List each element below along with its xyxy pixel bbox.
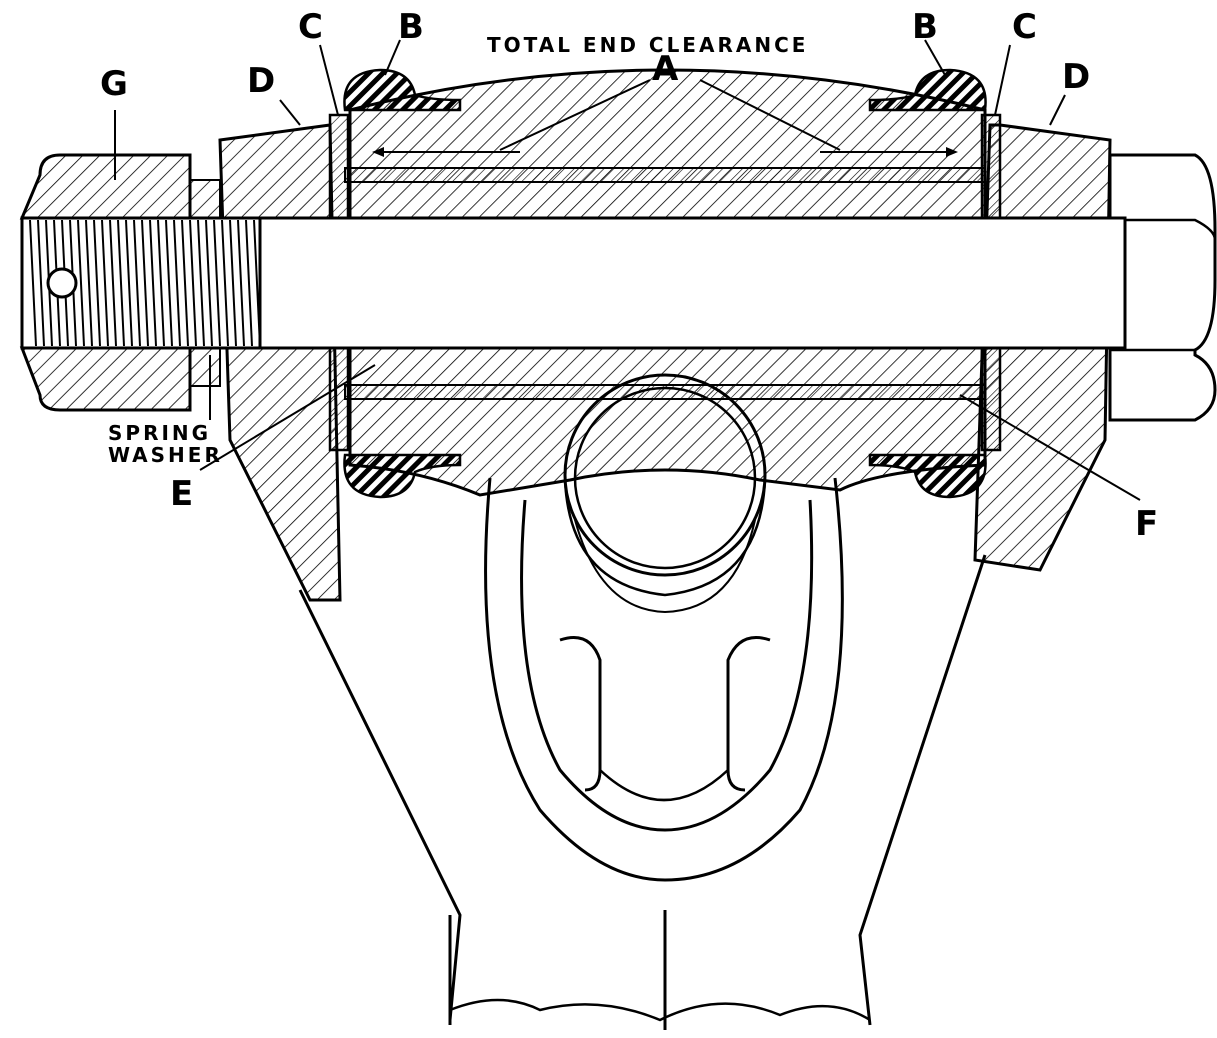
label-g: G: [100, 64, 128, 104]
label-d-right: D: [1062, 57, 1090, 97]
thread-line: [117, 219, 125, 347]
thread-line: [181, 219, 189, 347]
bolt-head: [1108, 153, 1217, 422]
label-b-left: B: [398, 7, 424, 47]
thread-line: [213, 219, 221, 347]
leader-lines: [114, 39, 1141, 501]
label-d-left: D: [247, 61, 275, 101]
shackle-pin: [253, 216, 1127, 350]
thread-line: [237, 219, 245, 347]
label-a: A: [652, 49, 679, 89]
thread-line: [37, 219, 45, 347]
thread-line: [229, 219, 237, 347]
label-c-right: C: [1012, 7, 1037, 47]
hanger-left: [218, 123, 342, 602]
label-e: E: [170, 474, 193, 514]
lower-sleeve: [344, 384, 986, 400]
thread-line: [149, 219, 157, 347]
thread-line: [189, 219, 197, 347]
thread-line: [101, 219, 109, 347]
thread-line: [133, 219, 141, 347]
thread-line: [141, 219, 149, 347]
label-spring: SPRING: [108, 421, 211, 445]
thread-line: [165, 219, 173, 347]
diagram-title: TOTAL END CLEARANCE: [487, 33, 808, 57]
thread-line: [197, 219, 205, 347]
thread-line: [157, 219, 165, 347]
label-b-right: B: [912, 7, 938, 47]
thread-line: [77, 219, 85, 347]
label-f: F: [1135, 504, 1158, 544]
thread-line: [85, 219, 93, 347]
thread-line: [221, 219, 229, 347]
threaded-end: [20, 216, 262, 350]
thread-line: [109, 219, 117, 347]
clearance-arrows: [372, 147, 958, 157]
label-washer: WASHER: [108, 443, 223, 467]
thread-line: [29, 219, 37, 347]
thread-line: [93, 219, 101, 347]
thread-line: [253, 219, 261, 347]
thread-line: [125, 219, 133, 347]
upper-sleeve: [344, 167, 986, 183]
castle-nut: [19, 153, 221, 412]
thread-line: [173, 219, 181, 347]
thread-line: [205, 219, 213, 347]
seals: [343, 68, 987, 499]
thread-line: [245, 219, 253, 347]
label-c-left: C: [298, 7, 323, 47]
